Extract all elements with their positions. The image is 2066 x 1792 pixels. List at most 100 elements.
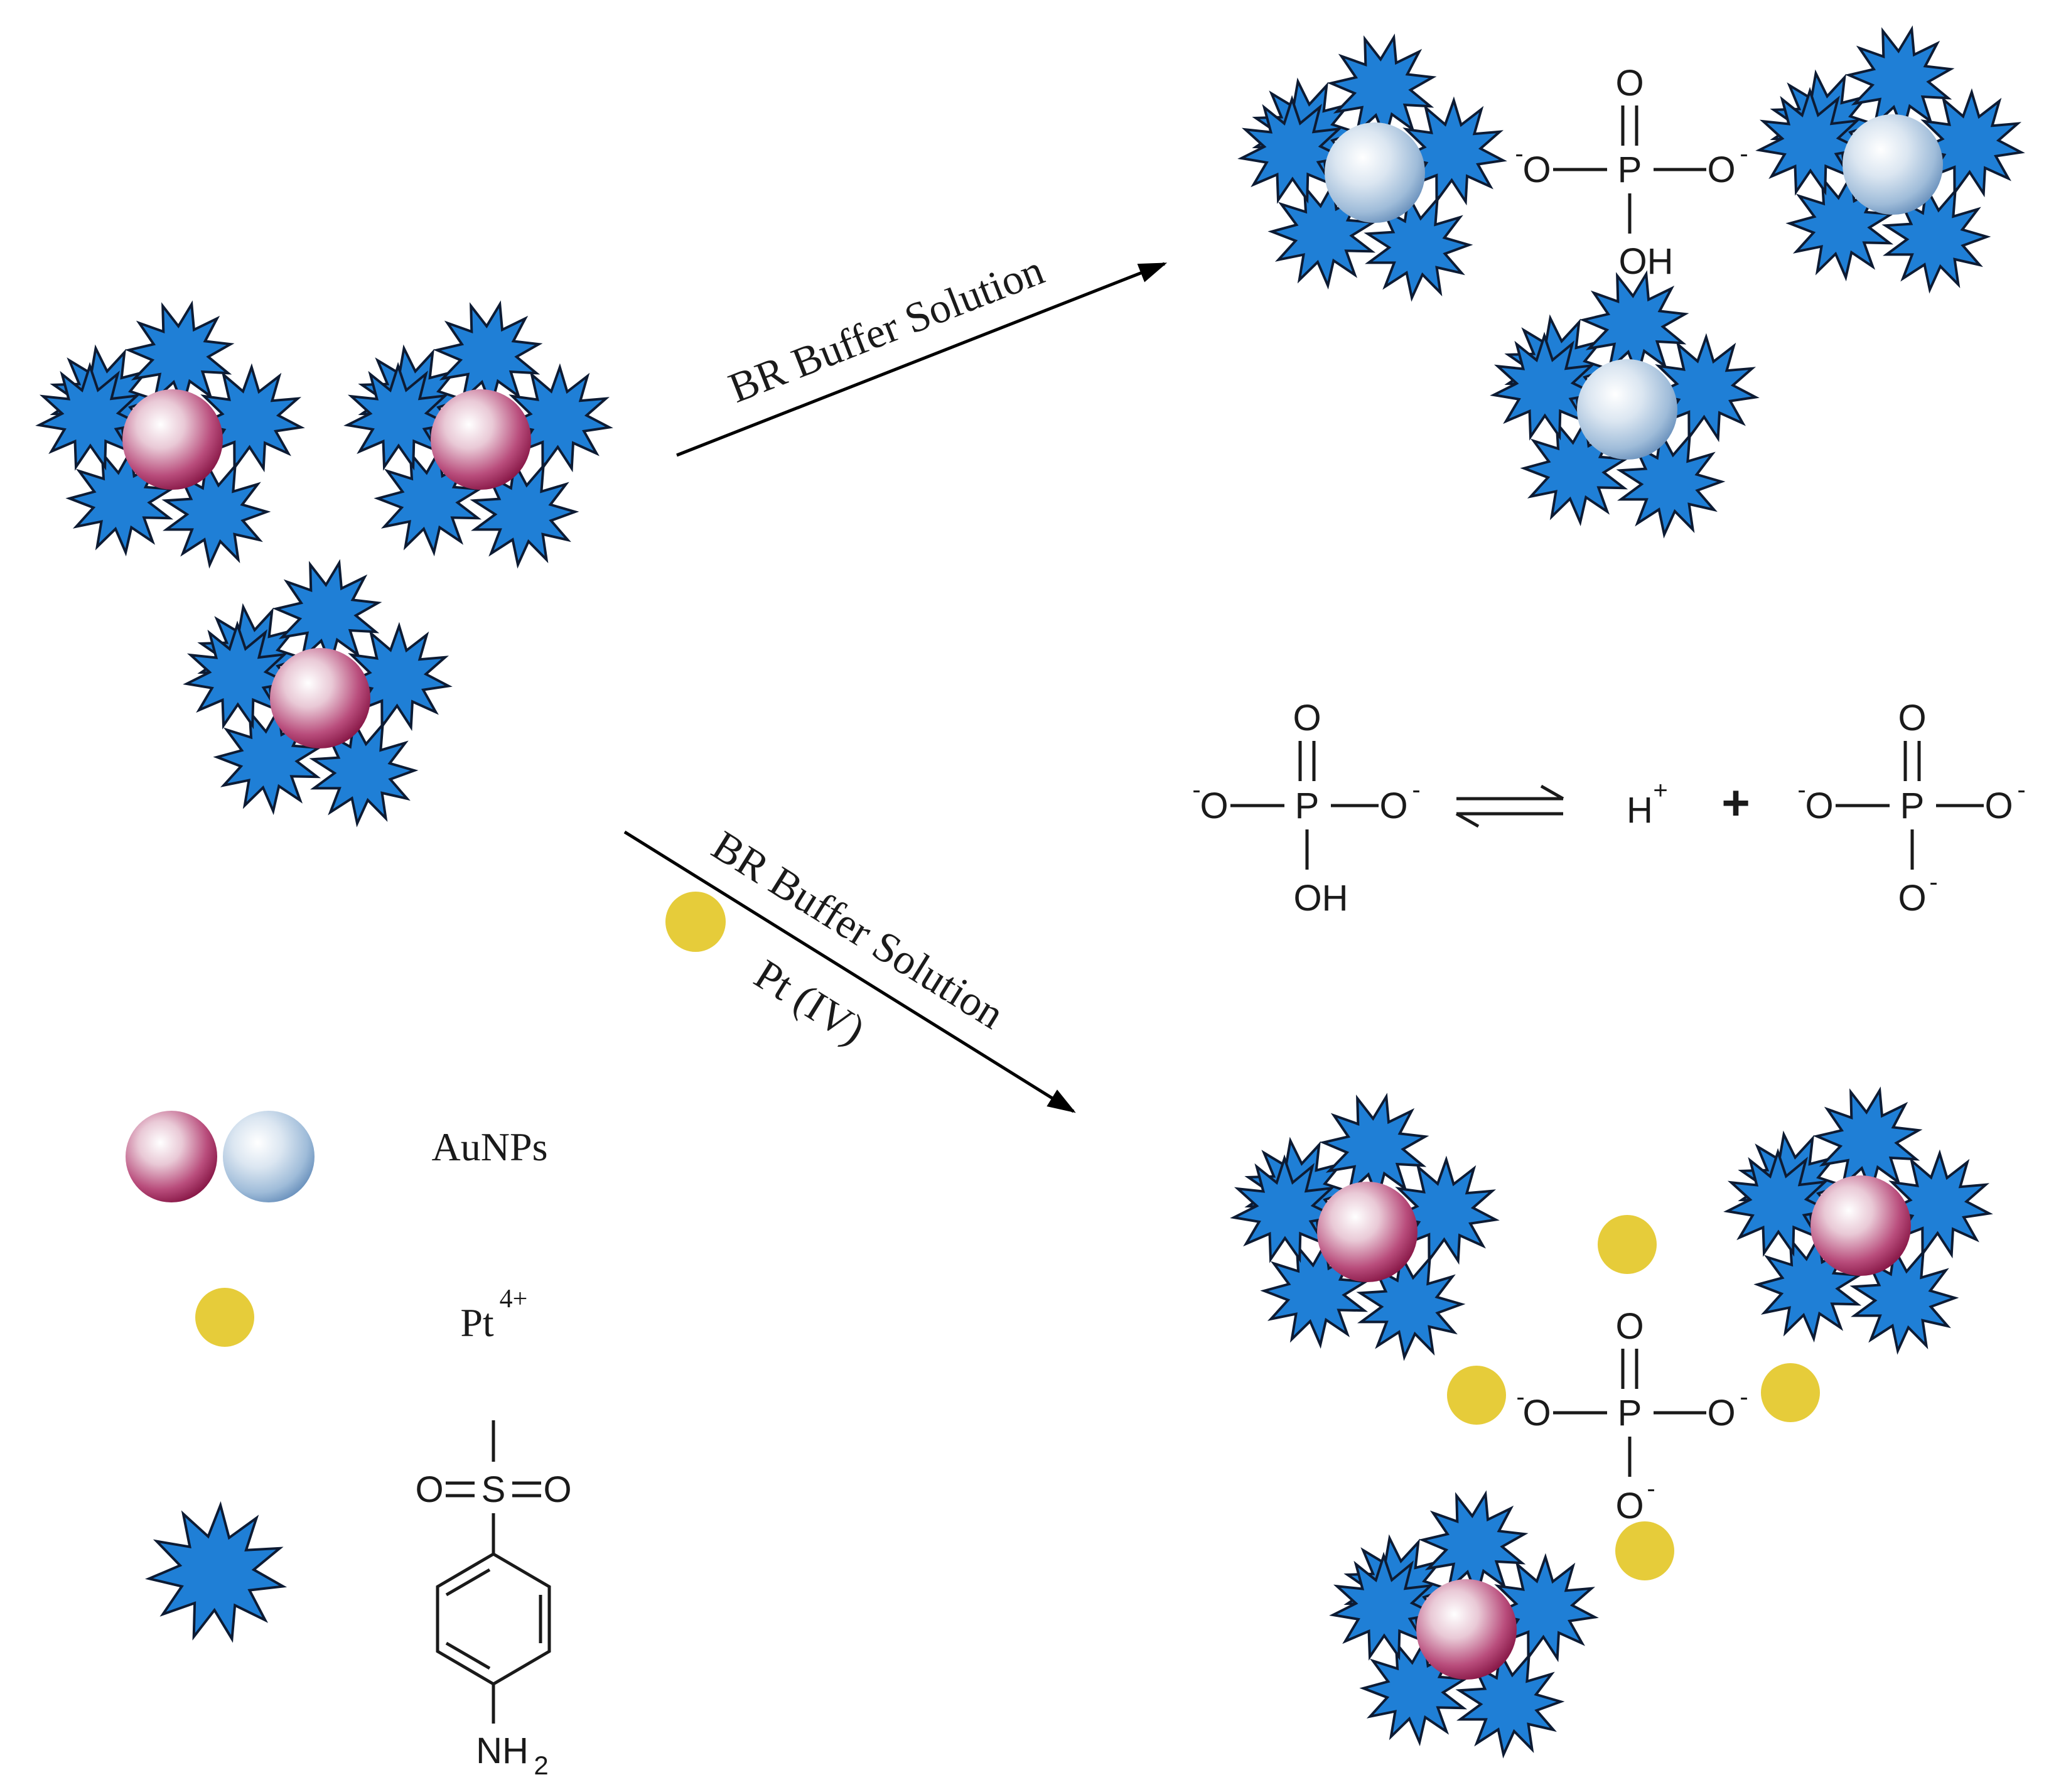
pt-ion-dot [1761, 1363, 1820, 1422]
pt-ion-dot [1598, 1215, 1657, 1274]
pt-ions-bound [1447, 1215, 1820, 1580]
sulfonamide-star-icon [343, 362, 454, 471]
pb-o-top: O [1615, 1306, 1644, 1347]
legend-red-aunp [126, 1111, 217, 1202]
eq-p: P [1295, 785, 1320, 826]
legend: AuNPs Pt 4+ O S O NH 2 [126, 1111, 572, 1780]
pb-o-right: O [1707, 1393, 1735, 1433]
sulfonamide-star-icon [1490, 332, 1600, 441]
charge-minus: - [1929, 868, 1937, 896]
sulfonamide-star-icon [1230, 1154, 1340, 1263]
sulfonamide-star-icon [161, 458, 271, 569]
top-reaction-arrow: BR Buffer Solution [676, 246, 1168, 457]
blue-aunp-sphere [1325, 122, 1425, 223]
plus-sign: + [1721, 775, 1750, 830]
equilibrium-arrows [1455, 784, 1564, 828]
eq2-o-right: O [1984, 785, 2013, 826]
dispersed-aunp-cluster [343, 300, 613, 569]
sulfonamide-star-icon [1649, 333, 1760, 443]
proton-charge: + [1653, 777, 1667, 804]
charge-minus: - [1412, 776, 1420, 804]
sulfonyl-aniline-structure: O S O NH 2 [415, 1420, 572, 1780]
charge-minus: - [2017, 776, 2025, 804]
bottom-arrow-sublabel: Pt (IV) [746, 950, 873, 1054]
legend-pt-label: Pt [460, 1300, 494, 1345]
eq2-o-bottom: O [1898, 878, 1926, 919]
sulfonamide-star-icon [195, 363, 305, 473]
eq2-p: P [1900, 785, 1925, 826]
sulfonyl-o-right: O [543, 1469, 571, 1510]
phosphate-o-top: O [1615, 63, 1644, 104]
eq-o-top: O [1293, 698, 1321, 738]
pt-ion-dot [1447, 1366, 1506, 1425]
phosphate-equilibrium: O P O - O - OH H + + O P O - O - [1192, 698, 2025, 919]
charge-minus: - [1192, 776, 1200, 804]
dispersed-aunp-cluster [1723, 1086, 1993, 1355]
sulfonamide-star-icon [1616, 428, 1726, 539]
aggregated-aunp-cluster [1755, 25, 2025, 294]
bottom-reaction-arrow: BR Buffer Solution Pt (IV) [623, 821, 1076, 1113]
blue-aunp-sphere [1843, 114, 1943, 215]
eq-oh: OH [1294, 878, 1348, 919]
amine-n: NH [476, 1730, 529, 1771]
sulfonamide-star-icon [1364, 192, 1473, 302]
pb-p: P [1618, 1393, 1642, 1433]
charge-minus: - [1740, 140, 1748, 168]
nanoparticle-clusters [35, 25, 2025, 1759]
sulfonyl-o-left: O [415, 1469, 443, 1510]
amine-subscript: 2 [534, 1751, 548, 1780]
legend-blue-aunp [223, 1111, 315, 1202]
eq2-o-left: O [1805, 785, 1833, 826]
pt-ion-dot [1615, 1521, 1674, 1580]
sulfonamide-star-icon [1723, 1148, 1834, 1257]
sulfonamide-star-icon [1915, 88, 2025, 198]
eq-o-right: O [1379, 785, 1407, 826]
sulfonamide-star-icon [470, 458, 579, 569]
sulfonamide-star-icon [35, 362, 146, 471]
sulfonamide-star-icon [145, 1501, 288, 1643]
charge-minus: - [1516, 1383, 1524, 1411]
legend-pt-charge: 4+ [500, 1285, 528, 1314]
red-aunp-sphere [1317, 1182, 1418, 1282]
red-aunp-sphere [122, 389, 223, 490]
red-aunp-sphere [1810, 1175, 1911, 1276]
eq2-o-top: O [1898, 698, 1926, 738]
sulfonamide-star-icon [1849, 1244, 1959, 1355]
pt-ion-dot [665, 892, 726, 952]
charge-minus: - [1515, 140, 1523, 168]
red-aunp-sphere [1416, 1579, 1517, 1680]
phosphate-p: P [1618, 149, 1642, 190]
charge-minus: - [1647, 1475, 1655, 1503]
blue-aunp-sphere [1577, 359, 1677, 460]
sulfonyl-s: S [482, 1469, 506, 1510]
sulfonamide-star-icon [1488, 1553, 1599, 1663]
legend-pt-dot [195, 1288, 254, 1347]
red-aunp-sphere [431, 389, 531, 490]
dispersed-aunp-cluster [183, 559, 453, 828]
charge-minus: - [1740, 1383, 1748, 1411]
red-aunp-sphere [270, 648, 370, 748]
sulfonamide-star-icon [1356, 1251, 1466, 1361]
legend-star-icon [145, 1501, 288, 1643]
sulfonamide-star-icon [1389, 1155, 1500, 1265]
sulfonamide-star-icon [503, 363, 613, 473]
sulfonamide-star-icon [1883, 1149, 1993, 1259]
sulfonamide-star-icon [1455, 1648, 1565, 1759]
proton: H [1627, 790, 1653, 831]
phosphate-top: O P O - O - OH [1515, 63, 1748, 282]
dispersed-aunp-cluster [35, 300, 305, 569]
dispersed-aunp-cluster [1230, 1093, 1500, 1361]
pb-o-left: O [1522, 1393, 1551, 1433]
sulfonamide-star-icon [1237, 95, 1348, 204]
sulfonamide-star-icon [1881, 183, 1991, 294]
charge-minus: - [1797, 776, 1805, 804]
aggregated-aunp-cluster [1237, 33, 1507, 302]
phosphate-oh: OH [1619, 241, 1674, 282]
sulfonamide-star-icon [183, 620, 293, 730]
phosphate-o-right: O [1707, 149, 1735, 190]
phosphate-bottom: O P O - O - O - [1516, 1306, 1748, 1526]
aggregated-aunp-cluster [1490, 270, 1760, 539]
eq-o-left: O [1200, 785, 1228, 826]
sulfonamide-star-icon [1329, 1552, 1439, 1661]
